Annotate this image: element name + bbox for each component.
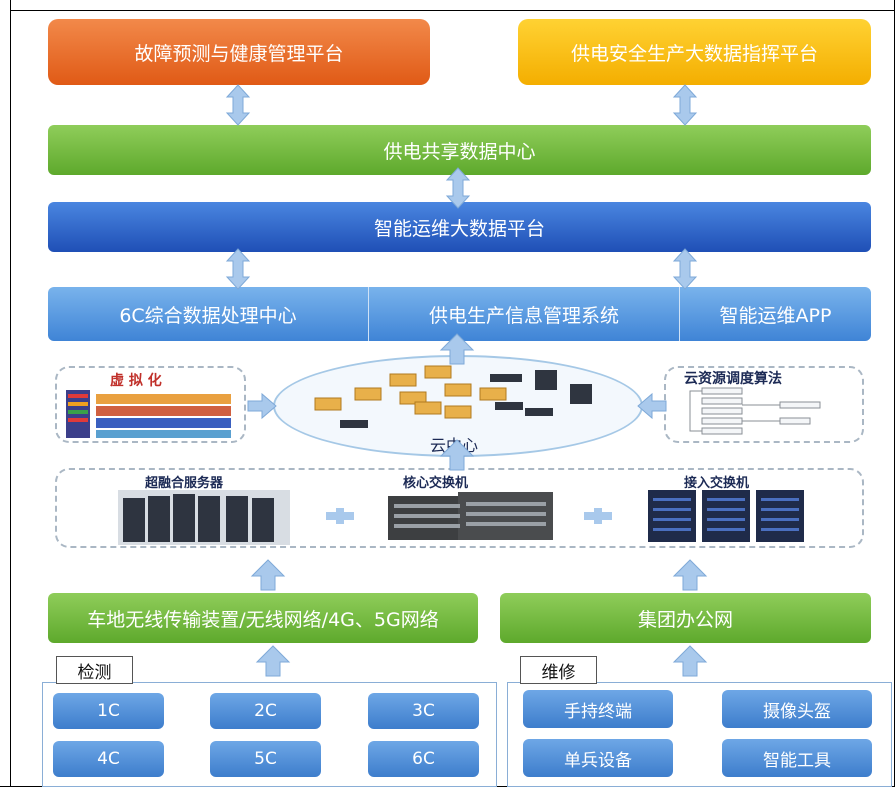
- up-arrow: [440, 439, 474, 471]
- double-arrow: [446, 167, 470, 209]
- wireless-network-box: 车地无线传输装置/无线网络/4G、5G网络: [48, 593, 478, 643]
- systems-row: [48, 287, 871, 341]
- access-switch-icon: [648, 490, 804, 542]
- system-production-mis: 供电生产信息管理系统: [369, 287, 679, 341]
- bigdata-platform-box: 智能运维大数据平台: [48, 202, 871, 252]
- up-arrow: [673, 559, 707, 591]
- double-arrow: [226, 248, 250, 290]
- wireless-network-label: 车地无线传输装置/无线网络/4G、5G网络: [87, 608, 439, 631]
- virtualization-grid-icon: [66, 390, 231, 438]
- link-arrow: [326, 508, 354, 524]
- scheduling-flowchart-icon: [689, 387, 821, 435]
- up-arrow: [251, 559, 285, 591]
- double-arrow: [226, 84, 250, 126]
- top-border-line: [10, 10, 894, 11]
- double-arrow: [673, 248, 697, 290]
- maintain-item: 智能工具: [722, 739, 872, 777]
- core-switch-label: 核心交换机: [403, 476, 469, 491]
- system-app-label: 智能运维APP: [719, 304, 832, 327]
- maintain-item: 单兵设备: [523, 739, 673, 777]
- up-arrow: [256, 645, 290, 677]
- systems-divider: [368, 287, 369, 341]
- link-arrow: [584, 508, 612, 524]
- shared-data-center-label: 供电共享数据中心: [383, 140, 536, 163]
- access-switch-label: 接入交换机: [684, 476, 750, 491]
- system-6c-center-label: 6C综合数据处理中心: [119, 304, 297, 327]
- system-production-mis-label: 供电生产信息管理系统: [428, 304, 619, 327]
- systems-divider: [679, 287, 680, 341]
- office-network-box: 集团办公网: [500, 593, 871, 643]
- core-switch-icon: [388, 492, 553, 540]
- maintain-tag: 维修: [520, 656, 597, 684]
- virtualization-label: 虚 拟 化: [110, 373, 162, 389]
- virtualization-panel: [55, 366, 246, 443]
- office-network-label: 集团办公网: [637, 608, 733, 631]
- right-arrow: [247, 393, 277, 419]
- scheduling-algo-label: 云资源调度算法: [684, 371, 782, 387]
- detect-item: 4C: [53, 741, 164, 777]
- system-6c-center: 6C综合数据处理中心: [48, 287, 368, 341]
- detect-item: 3C: [368, 693, 479, 729]
- up-arrow: [673, 645, 707, 677]
- hyperconverged-server-icon: [118, 490, 290, 545]
- phm-platform-box: 故障预测与健康管理平台: [48, 19, 430, 85]
- maintain-item: 摄像头盔: [722, 690, 872, 728]
- cloud-servers-icon: [314, 365, 592, 428]
- detect-item: 5C: [210, 741, 321, 777]
- left-arrow: [637, 393, 667, 419]
- up-arrow: [440, 333, 474, 365]
- system-app: 智能运维APP: [680, 287, 871, 341]
- detect-tag: 检测: [56, 656, 133, 684]
- maintain-item: 手持终端: [523, 690, 673, 728]
- detect-item: 1C: [53, 693, 164, 729]
- left-border-line: [10, 0, 11, 787]
- detect-item: 2C: [210, 693, 321, 729]
- hyperconverged-server-label: 超融合服务器: [145, 476, 224, 491]
- safety-command-platform-label: 供电安全生产大数据指挥平台: [570, 42, 818, 65]
- shared-data-center-box: 供电共享数据中心: [48, 125, 871, 175]
- safety-command-platform-box: 供电安全生产大数据指挥平台: [518, 19, 871, 85]
- detect-item: 6C: [368, 741, 479, 777]
- phm-platform-label: 故障预测与健康管理平台: [134, 42, 344, 65]
- bigdata-platform-label: 智能运维大数据平台: [373, 217, 545, 240]
- double-arrow: [673, 84, 697, 126]
